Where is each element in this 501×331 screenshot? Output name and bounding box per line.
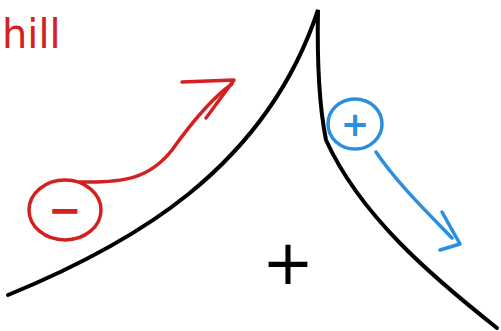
minus-charge-circle: −: [27, 178, 103, 242]
uphill-arrow: [80, 84, 232, 182]
plus-charge-circle: +: [326, 97, 384, 151]
downhill-arrow-head: [440, 212, 460, 250]
downhill-arrow: [376, 152, 452, 238]
charge-sign: −: [48, 190, 82, 230]
circle-outline-shape: [328, 99, 382, 149]
circle-outline-shape: [29, 180, 101, 240]
uphill-arrow-head: [182, 80, 234, 118]
hill-outline: [8, 10, 497, 328]
charge-sign: +: [341, 107, 370, 141]
plus-sign: +: [262, 232, 314, 294]
hill-title: hill: [2, 14, 61, 54]
